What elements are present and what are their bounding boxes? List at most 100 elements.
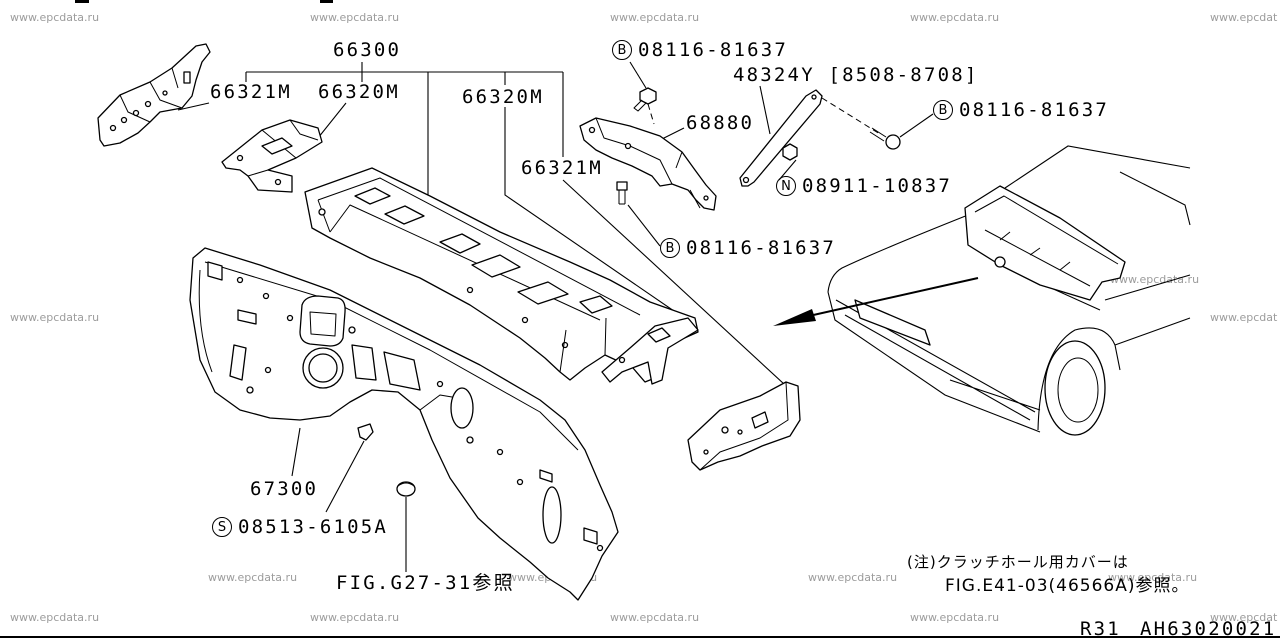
bracket-hole (162, 90, 168, 96)
callout-nut[interactable]: N 08911-10837 (776, 176, 952, 196)
dash-panel-hole (262, 292, 270, 300)
callout-bolt-bottom[interactable]: B 08116-81637 (660, 238, 836, 258)
circled-letter-s: S (212, 517, 232, 537)
cowl-opening (384, 205, 425, 225)
bracket-slot (183, 71, 191, 84)
arrow-shaft (799, 277, 979, 319)
watermark: www.epcdata.ru (208, 571, 298, 584)
bolt-head (885, 134, 901, 150)
nut (782, 143, 798, 161)
top-edge-mark (75, 0, 89, 3)
dash-panel-slot (583, 527, 598, 545)
vehicle-front-fascia (827, 291, 1041, 433)
assembly-path-bolt-right (821, 97, 881, 135)
callout-48324y[interactable]: 48324Y [8508-8708] (733, 64, 979, 86)
assembly-path-bolt-top (647, 103, 655, 125)
callout-66320m-left[interactable]: 66320M (318, 81, 400, 103)
bolt-head (616, 181, 628, 191)
rod-48324y (739, 89, 823, 187)
circled-letter-b: B (612, 40, 632, 60)
dash-panel-hole (516, 478, 524, 486)
dash-panel-slot (207, 261, 223, 281)
watermark: www.epcdata.ru (310, 11, 400, 24)
watermark: www.epcdata.ru (808, 571, 898, 584)
top-edge-mark (320, 0, 333, 3)
cowl-opening (517, 281, 569, 305)
clip (357, 423, 374, 441)
bracket-hole (618, 356, 626, 364)
bracket-66321m-left (97, 43, 211, 147)
dash-panel-slot (539, 469, 553, 483)
leader-66321m-left (177, 102, 210, 111)
watermark: www.epcdata.ru (910, 11, 1000, 24)
bracket-slot (751, 411, 769, 429)
callout-bolt-right[interactable]: B 08116-81637 (933, 100, 1109, 120)
bracket-recess (261, 137, 293, 155)
rod-hole (811, 94, 817, 100)
bracket-hole (624, 142, 632, 150)
leader-66321m-right (562, 179, 785, 385)
callout-66320m-right[interactable]: 66320M (462, 86, 544, 108)
bolt-head (639, 87, 657, 105)
arrow-head (773, 309, 816, 326)
watermark: www.epcdata.ru (1210, 11, 1278, 24)
bracket-outline (687, 381, 801, 471)
rod-outline (739, 89, 823, 187)
leader-48324y (759, 85, 771, 135)
fasteners (357, 87, 901, 497)
cowl-opening (354, 187, 391, 205)
leader-66320m-right (504, 107, 691, 323)
cowl-top-66300 (304, 167, 699, 383)
dash-panel-hole (236, 276, 244, 284)
bracket-outline (601, 317, 699, 385)
dash-panel-opening (383, 351, 421, 391)
callout-67300[interactable]: 67300 (250, 478, 319, 500)
bracket-hole (274, 178, 282, 186)
watermark: www.epcdata.ru (10, 311, 100, 324)
vehicle-headlight (854, 299, 931, 346)
vehicle-cowl-hole (994, 256, 1006, 268)
dash-panel-slot (237, 309, 257, 325)
clip-body (357, 423, 374, 441)
callout-66321m-right[interactable]: 66321M (521, 157, 603, 179)
bolt-right (869, 127, 901, 150)
dash-panel-hole (264, 366, 272, 374)
part-number: 08116-81637 (959, 99, 1110, 121)
dash-panel-hole (496, 448, 504, 456)
callout-68880[interactable]: 68880 (686, 112, 755, 134)
dash-panel-opening (542, 486, 562, 544)
cowl-end-bracket (601, 317, 699, 385)
dash-panel-outline (189, 247, 619, 601)
callout-clip[interactable]: S 08513-6105A (212, 517, 388, 537)
bracket-outline (97, 43, 211, 147)
dash-panel-hole (466, 436, 474, 444)
callout-plug-reference[interactable]: FIG.G27-31参照 (336, 572, 515, 594)
part-number: 08116-81637 (686, 237, 837, 259)
steering-column-hole-inner (308, 353, 338, 383)
dash-panel-hole (348, 326, 356, 334)
bracket-68880 (579, 117, 717, 211)
leader-bolt-top (629, 61, 647, 89)
callout-bolt-top[interactable]: B 08116-81637 (612, 40, 788, 60)
note-line-2: FIG.E41-03(46566A)参照。 (945, 576, 1190, 596)
plug-rim (397, 482, 415, 487)
bracket-hole (703, 449, 709, 455)
vehicle-roofline (1004, 145, 1191, 226)
nut-hex (782, 143, 798, 161)
plug-body (396, 481, 416, 497)
circled-letter-n: N (776, 176, 796, 196)
watermark: www.epcdata.ru (310, 611, 400, 624)
watermark: www.epcdata.ru (1210, 311, 1278, 324)
watermark: www.epcdata.ru (10, 11, 100, 24)
cowl-opening (471, 254, 521, 278)
bracket-hole (737, 429, 743, 435)
bracket-hole (120, 116, 128, 124)
model-code: R31 (1080, 618, 1121, 640)
bolt-bottom (616, 181, 628, 205)
cowl-hole (318, 208, 326, 216)
vehicle-wheel (1044, 340, 1106, 436)
callout-66300[interactable]: 66300 (333, 39, 402, 61)
callout-66321m-left[interactable]: 66321M (210, 81, 292, 103)
